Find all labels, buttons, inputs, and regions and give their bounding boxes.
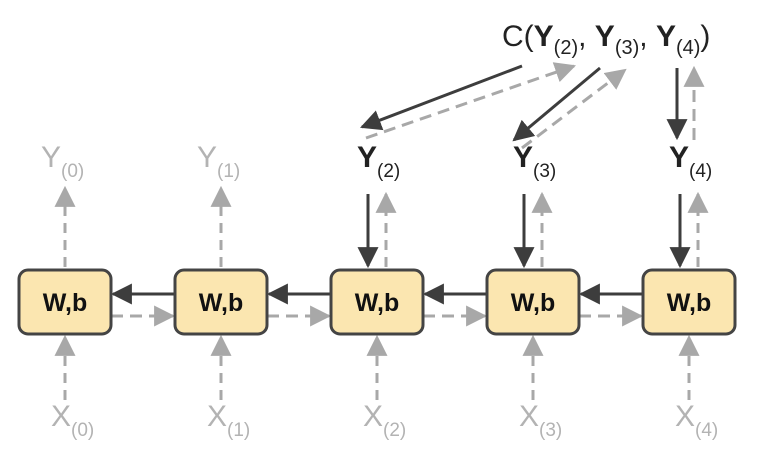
cell-box <box>329 268 425 336</box>
cell-label: W,b <box>511 289 555 317</box>
output-label: Y(3) <box>513 141 556 182</box>
input-label: X(3) <box>519 400 562 441</box>
rnn-cell: W,b <box>17 268 113 336</box>
cost-term-subscript: (4) <box>676 37 700 59</box>
cost-term-subscript: (3) <box>615 37 639 59</box>
output-label: Y(0) <box>41 141 84 182</box>
io-labels: X(0) Y(0) X(1) Y(1) X(2) Y(2) X(3) Y(3) X(4) Y(4) <box>41 141 718 441</box>
cost-gradient-arrow <box>512 66 601 142</box>
cost-arrows <box>360 62 705 150</box>
cell-box <box>485 268 581 336</box>
rnn-cell: W,b <box>329 268 425 336</box>
cost-input-arrow <box>521 68 627 150</box>
output-label: Y(2) <box>357 141 400 182</box>
cell-label: W,b <box>43 289 87 317</box>
cost-term-separator: , <box>639 20 656 53</box>
cost-term-symbol: Y <box>534 20 554 53</box>
cost-input-arrow <box>365 62 576 140</box>
cell-box <box>641 268 737 336</box>
rnn-cells: W,b W,b W,b W,b W,b <box>17 268 737 336</box>
cell-box <box>173 268 269 336</box>
rnn-cell: W,b <box>485 268 581 336</box>
cost-term-symbol: Y <box>656 20 676 53</box>
cost-prefix: C( <box>502 20 534 53</box>
cost-term-separator: , <box>578 20 595 53</box>
cost-term-separator: ) <box>700 20 710 53</box>
cost-term-symbol: Y <box>595 20 615 53</box>
cell-label: W,b <box>355 289 399 317</box>
input-label: X(0) <box>51 400 94 441</box>
input-label: X(2) <box>363 400 406 441</box>
input-label: X(4) <box>675 400 718 441</box>
input-label: X(1) <box>207 400 250 441</box>
rnn-cell: W,b <box>641 268 737 336</box>
rnn-cell: W,b <box>173 268 269 336</box>
cost-term-subscript: (2) <box>554 37 578 59</box>
output-label: Y(4) <box>669 141 712 182</box>
cell-label: W,b <box>199 289 243 317</box>
cost-gradient-arrow <box>360 64 523 131</box>
io-arrows <box>54 185 709 400</box>
cell-box <box>17 268 113 336</box>
cell-label: W,b <box>667 289 711 317</box>
recurrent-arrows <box>110 283 644 327</box>
output-label: Y(1) <box>197 141 240 182</box>
cost-function-label: C(Y(2), Y(3), Y(4)) <box>502 20 710 59</box>
